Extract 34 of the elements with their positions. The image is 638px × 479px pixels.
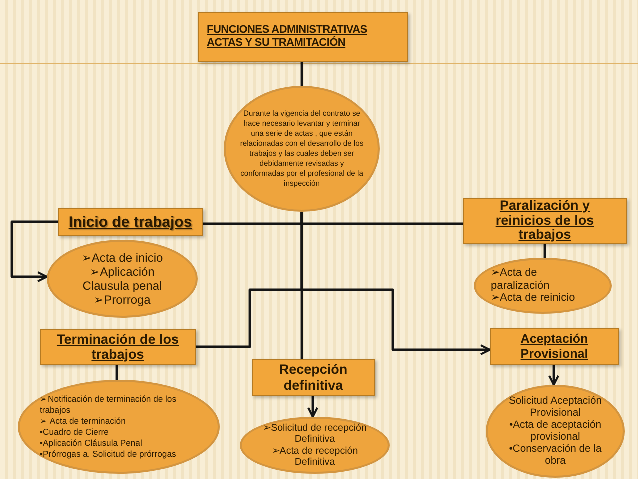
list-item: •Aplicación Cláusula Penal <box>40 438 142 449</box>
title-text: FUNCIONES ADMINISTRATIVAS ACTAS Y SU TRAMITACIÓN <box>207 24 368 50</box>
list-ellipse <box>47 240 198 318</box>
arrow <box>548 365 560 386</box>
list-item: ➢Prorroga <box>94 293 151 307</box>
section-heading: Terminación de los trabajos <box>56 332 180 362</box>
list-item: •Acta de aceptación provisional <box>508 420 603 444</box>
list-item: ➢Aplicación Clausula penal <box>82 265 164 293</box>
arrow <box>10 220 58 282</box>
section-heading: Paralización y reinicios de los trabajos <box>494 199 596 243</box>
list-item: ➢ Acta de terminación <box>40 416 126 427</box>
section-heading: Recepción definitiva <box>278 362 349 393</box>
list-item: ➢Acta de paralización <box>491 267 551 292</box>
list-item: •Prórrogas a. Solicitud de prórrogas <box>40 449 176 460</box>
section-box <box>463 198 627 244</box>
list-item: •Cuadro de Cierre <box>40 427 109 438</box>
list-item: Solicitud Aceptación Provisional <box>508 396 603 420</box>
list-item: ➢Solicitud de recepción Definitiva <box>263 423 367 446</box>
connector-line <box>544 244 546 258</box>
section-box <box>490 328 619 365</box>
list-item: ➢Acta de recepción Definitiva <box>270 446 360 468</box>
section-heading: Inicio de trabajos <box>68 214 192 230</box>
list-item: •Conservación de la obra <box>508 444 603 468</box>
arrow <box>300 212 491 356</box>
list-item: ➢Notificación de terminación de los trabajos <box>40 394 178 416</box>
list-item: ➢Acta de inicio <box>82 251 164 265</box>
section-box <box>58 208 203 236</box>
title-box <box>198 12 408 62</box>
section-box <box>252 359 375 396</box>
section-heading: Aceptación Provisional <box>520 332 590 361</box>
section-box <box>40 329 196 365</box>
connector-line <box>116 365 118 380</box>
connector-line <box>300 62 304 86</box>
list-item: ➢Acta de reinicio <box>491 292 576 305</box>
